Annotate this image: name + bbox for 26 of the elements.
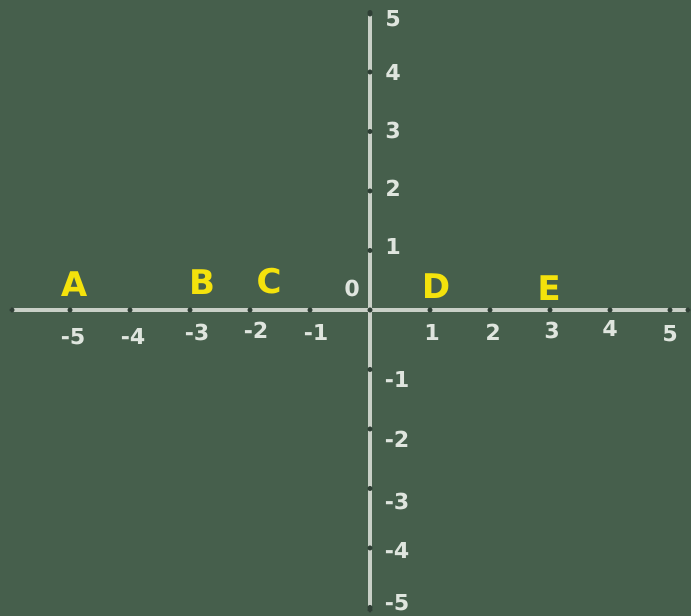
axis-tick-label: 5 <box>662 324 678 346</box>
axis-tick-label: -4 <box>384 541 410 563</box>
axis-tick-label: -5 <box>384 593 410 615</box>
axis-tick-label: 3 <box>385 121 401 143</box>
axis-tick-label: 2 <box>485 323 501 345</box>
axis-tick-label: -4 <box>120 327 146 349</box>
axis-tick-label: -3 <box>384 492 410 514</box>
axis-tick-label: 1 <box>424 323 440 345</box>
point-label: E <box>537 272 561 306</box>
axis-tick-label: 0 <box>344 279 360 301</box>
axis-tick-label: 1 <box>385 237 401 259</box>
axis-tick-label: 4 <box>602 319 618 341</box>
point-label: B <box>189 266 215 300</box>
axis-tick-label: -1 <box>304 323 328 345</box>
axis-tick-label: -2 <box>384 430 410 452</box>
axis-tick-label: -3 <box>184 323 210 345</box>
axis-tick-label: -1 <box>384 370 410 392</box>
point-label: D <box>422 270 450 304</box>
axis-tick-label: 2 <box>385 179 401 201</box>
axis-tick-label: 4 <box>385 63 401 85</box>
point-label: C <box>256 265 282 299</box>
axis-tick-label: 3 <box>544 321 560 343</box>
point-label: A <box>60 268 88 302</box>
axis-tick-label: 5 <box>385 9 401 31</box>
axis-tick-label: -5 <box>60 327 86 349</box>
axis-tick-label: -2 <box>244 321 268 343</box>
